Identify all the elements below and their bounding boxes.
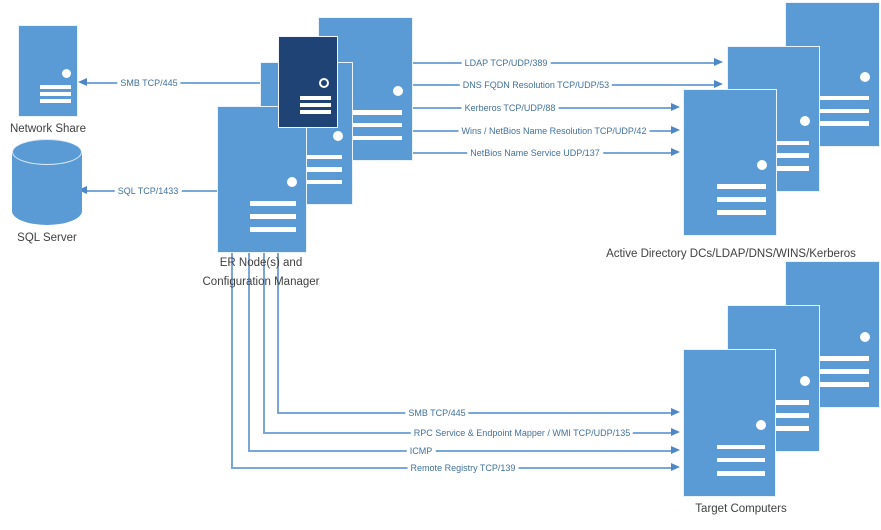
arrowhead-left-icon bbox=[78, 186, 87, 194]
arrowhead-right-icon bbox=[714, 58, 723, 66]
server-icon bbox=[217, 106, 307, 253]
server-icon bbox=[683, 349, 776, 497]
er-node-label-line1: ER Node(s) and bbox=[219, 257, 303, 269]
connector-line bbox=[413, 62, 714, 64]
connector-label: DNS FQDN Resolution TCP/UDP/53 bbox=[459, 79, 613, 91]
arrowhead-right-icon bbox=[671, 103, 680, 111]
connector-line bbox=[231, 253, 233, 468]
server-icon bbox=[683, 89, 777, 236]
server-dark-icon bbox=[278, 36, 338, 128]
target-computers-label: Target Computers bbox=[695, 503, 787, 515]
server-ring-led-icon bbox=[319, 77, 330, 88]
connector-label: LDAP TCP/UDP/389 bbox=[461, 57, 551, 69]
server-led-icon bbox=[392, 86, 403, 97]
er-node-label: ER Node(s) and Configuration Manager bbox=[161, 254, 361, 292]
database-cylinder-icon bbox=[12, 139, 82, 225]
server-vents-icon bbox=[352, 110, 402, 141]
arrowhead-right-icon bbox=[714, 80, 723, 88]
server-vents-icon bbox=[760, 400, 809, 431]
server-led-icon bbox=[332, 130, 343, 141]
server-vents-icon bbox=[39, 84, 71, 104]
server-led-icon bbox=[756, 159, 767, 170]
server-vents-icon bbox=[249, 201, 297, 232]
server-led-icon bbox=[859, 71, 870, 82]
server-vents-icon bbox=[760, 140, 809, 171]
arrowhead-right-icon bbox=[671, 446, 680, 454]
connector-line bbox=[248, 253, 250, 451]
connector-label: NetBios Name Service UDP/137 bbox=[467, 147, 603, 159]
active-directory-label: Active Directory DCs/LDAP/DNS/WINS/Kerbe… bbox=[606, 248, 856, 260]
connector-label: SQL TCP/1433 bbox=[114, 185, 182, 197]
connector-label: Remote Registry TCP/139 bbox=[407, 462, 519, 474]
arrowhead-right-icon bbox=[671, 148, 680, 156]
arrowhead-right-icon bbox=[671, 428, 680, 436]
connector-label: Wins / NetBios Name Resolution TCP/UDP/4… bbox=[458, 125, 650, 137]
connector-label: ICMP bbox=[406, 445, 436, 457]
database-lid-icon bbox=[12, 139, 82, 165]
server-led-icon bbox=[62, 69, 72, 79]
server-vents-icon bbox=[716, 444, 765, 476]
server-vents-icon bbox=[293, 154, 342, 185]
connector-line bbox=[277, 412, 671, 414]
arrowhead-right-icon bbox=[671, 463, 680, 471]
server-vents-icon bbox=[717, 184, 766, 215]
network-share-label: Network Share bbox=[9, 123, 87, 135]
server-led-icon bbox=[755, 420, 766, 431]
arrowhead-left-icon bbox=[78, 78, 87, 86]
server-led-icon bbox=[287, 176, 298, 187]
arrowhead-right-icon bbox=[671, 408, 680, 416]
sql-server-label: SQL Server bbox=[17, 232, 77, 244]
server-vents-icon bbox=[819, 95, 869, 126]
server-led-icon bbox=[799, 116, 810, 127]
server-led-icon bbox=[799, 375, 810, 386]
connector-label: SMB TCP/445 bbox=[405, 407, 469, 419]
connector-line bbox=[277, 253, 279, 413]
er-node-label-line2: Configuration Manager bbox=[202, 276, 320, 288]
connector-label: SMB TCP/445 bbox=[117, 77, 181, 89]
server-vents-icon bbox=[819, 356, 869, 387]
connector-label: Kerberos TCP/UDP/88 bbox=[461, 102, 559, 114]
connector-label: RPC Service & Endpoint Mapper / WMI TCP/… bbox=[410, 427, 634, 439]
server-vents-icon bbox=[299, 95, 331, 115]
connector-line bbox=[263, 253, 265, 433]
arrowhead-right-icon bbox=[671, 126, 680, 134]
server-led-icon bbox=[859, 331, 870, 342]
network-share-server-icon bbox=[18, 25, 78, 117]
connector-line bbox=[248, 450, 671, 452]
